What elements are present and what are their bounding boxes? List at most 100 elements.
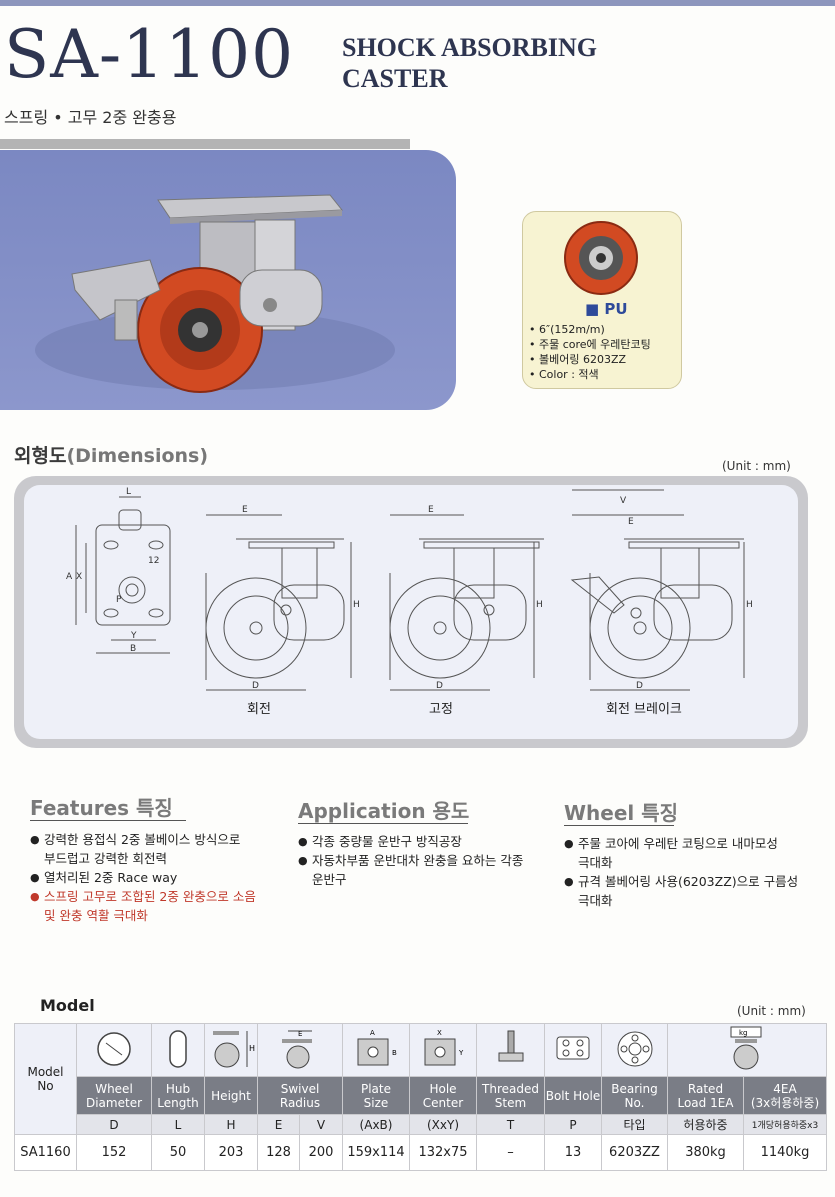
cell-hole-center: 132x75 — [409, 1134, 477, 1171]
dim-label-p: P — [116, 595, 122, 605]
wheel-spec-item: • 주물 core에 우레탄코팅 — [529, 338, 651, 351]
dimensions-title-en: (Dimensions) — [66, 445, 209, 467]
dim-label-l: L — [126, 487, 131, 497]
code-e: E — [257, 1114, 300, 1135]
view-caption-swivel: 회전 — [247, 702, 271, 717]
dim-label-h-swivel: H — [353, 600, 360, 610]
cell-hub-length: 50 — [151, 1134, 205, 1171]
application-underline — [298, 823, 468, 824]
header-threaded-stem: Threaded Stem — [476, 1076, 545, 1115]
dim-label-a: A — [66, 572, 73, 582]
header-hole-center: Hole Center — [409, 1076, 477, 1115]
cell-swivel-e: 128 — [257, 1134, 300, 1171]
code-d: D — [76, 1114, 152, 1135]
cell-plate-size: 159x114 — [342, 1134, 410, 1171]
top-rule — [0, 0, 835, 6]
code-allowable: 허용하중 — [667, 1114, 744, 1135]
header-hub-length: Hub Length — [151, 1076, 205, 1115]
view-caption-brake: 회전 브레이크 — [606, 702, 682, 717]
product-title-line1: SHOCK ABSORBING — [342, 33, 598, 62]
dim-label-v: V — [620, 496, 627, 506]
view-caption-fixed: 고정 — [429, 702, 453, 717]
table-row: SA1160 152 50 203 128 200 159x114 132x75… — [14, 1134, 827, 1171]
product-photo — [0, 150, 456, 410]
header-bolt-hole: Bolt Hole — [544, 1076, 602, 1115]
spec-code-row: D L H E V (AxB) (XxY) T P 타입 허용하중 1개당허용하… — [15, 1114, 827, 1135]
cell-threaded-stem: – — [476, 1134, 545, 1171]
hole-icon-label-x: X — [437, 1029, 442, 1037]
wheel-spec-item: • Color : 적색 — [529, 368, 599, 381]
caster-illustration — [35, 194, 395, 393]
bearing-icon — [601, 1023, 668, 1077]
wheel-info-box: ■ PU • 6″(152m/m) • 주물 core에 우레탄코팅 • 볼베어… — [522, 211, 682, 389]
swivel-radius-icon: E — [257, 1023, 343, 1077]
hole-icon-label-y: Y — [458, 1049, 464, 1057]
dim-label-x: X — [76, 572, 82, 582]
dim-label-b: B — [130, 644, 136, 654]
swivel-icon-label: E — [298, 1030, 302, 1038]
header-bearing: Bearing No. — [601, 1076, 668, 1115]
wheel-spec-list: • 6″(152m/m) • 주물 core에 우레탄코팅 • 볼베어링 620… — [529, 322, 651, 382]
dim-label-h-fixed: H — [536, 600, 543, 610]
wheel-spec-item: • 6″(152m/m) — [529, 323, 605, 336]
model-code: SA-1100 — [4, 16, 295, 93]
cell-swivel-v: 200 — [299, 1134, 343, 1171]
height-icon: H — [204, 1023, 258, 1077]
cell-height: 203 — [204, 1134, 258, 1171]
pu-wheel-icon — [564, 221, 638, 295]
wheel-diameter-icon — [76, 1023, 152, 1077]
wheel-features-underline — [564, 825, 674, 826]
code-type: 타입 — [601, 1114, 668, 1135]
dimensions-heading: 외형도(Dimensions) — [14, 441, 208, 468]
cell-4ea-load: 1140kg — [743, 1134, 827, 1171]
plate-icon-label-b: B — [392, 1049, 397, 1057]
cell-rated-load: 380kg — [667, 1134, 744, 1171]
divider-bar — [0, 139, 410, 149]
load-icon-label: kg — [739, 1029, 748, 1037]
header-height: Height — [204, 1076, 258, 1115]
hub-length-icon — [151, 1023, 205, 1077]
cell-model: SA1160 — [14, 1134, 77, 1171]
dim-label-e-fixed: E — [428, 505, 434, 515]
dimensions-title-ko: 외형도 — [14, 445, 67, 467]
code-v: V — [299, 1114, 343, 1135]
code-axb: (AxB) — [342, 1114, 410, 1135]
spec-header-row: Wheel Diameter Hub Length Height Swivel … — [15, 1076, 827, 1115]
dim-label-e-swivel: E — [242, 505, 248, 515]
code-h: H — [204, 1114, 258, 1135]
dim-label-d-fixed: D — [436, 681, 443, 691]
application-heading: Application 용도 — [298, 799, 470, 823]
dim-label-e-brake: E — [628, 517, 634, 527]
code-t: T — [476, 1114, 545, 1135]
code-allowable-x3: 1개당허용하중x3 — [743, 1114, 827, 1135]
height-icon-label: H — [249, 1044, 255, 1053]
code-p: P — [544, 1114, 602, 1135]
product-title: SHOCK ABSORBING CASTER — [342, 32, 597, 94]
header-plate-size: Plate Size — [342, 1076, 410, 1115]
header-rated-load: Rated Load 1EA — [667, 1076, 744, 1115]
rated-load-icon: kg — [667, 1023, 827, 1077]
model-no-label: Model No — [14, 1023, 77, 1135]
wheel-features-heading: Wheel 특징 — [564, 801, 679, 825]
code-xxy: (XxY) — [409, 1114, 477, 1135]
plate-icon-label-a: A — [370, 1029, 375, 1037]
cell-wheel-diameter: 152 — [76, 1134, 152, 1171]
threaded-stem-icon — [476, 1023, 545, 1077]
application-item: 각종 중량물 운반구 방직공장 — [298, 832, 548, 851]
dimension-drawings: L A X Y B P 12 E H D E H D V E H D — [66, 487, 753, 691]
dim-label-y: Y — [130, 631, 137, 641]
wheel-spec-item: • 볼베어링 6203ZZ — [529, 353, 627, 366]
cell-bearing: 6203ZZ — [601, 1134, 668, 1171]
dim-label-12: 12 — [148, 556, 159, 566]
bolt-hole-icon — [544, 1023, 602, 1077]
